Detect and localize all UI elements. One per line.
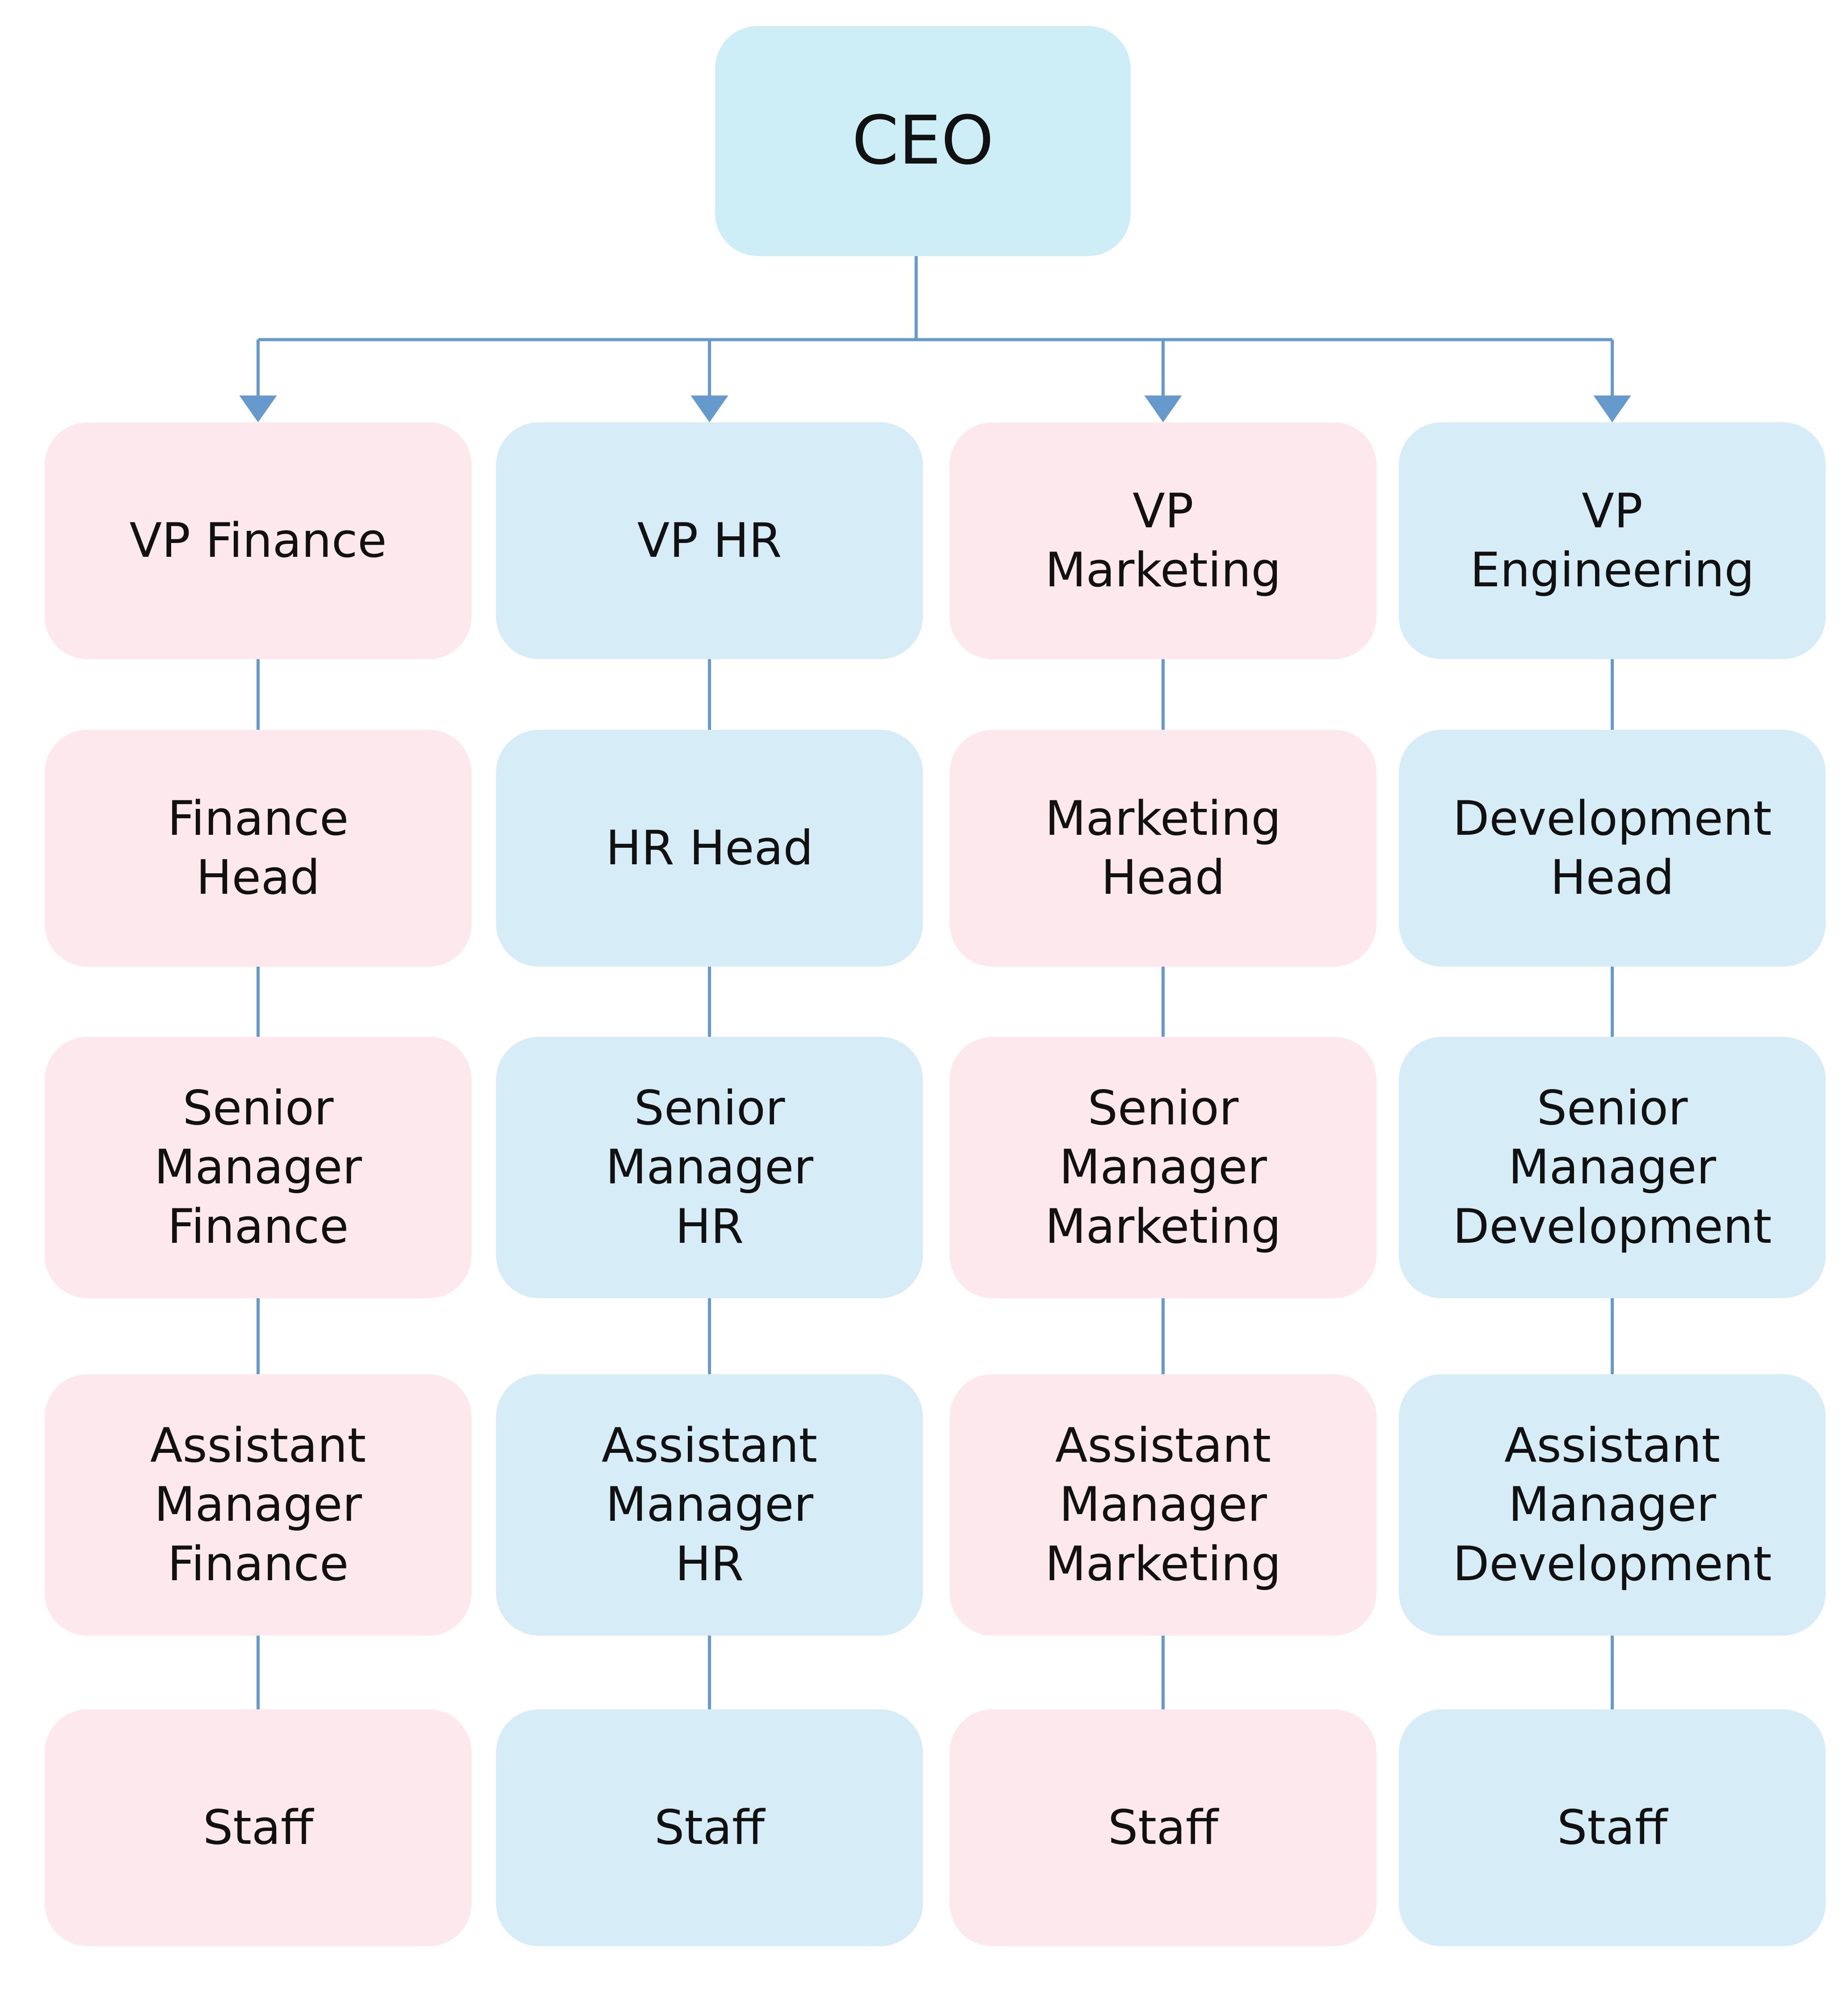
ceo-box: CEO <box>715 26 1131 256</box>
engineering-assistant-manager-box: Assistant Manager Development <box>1399 1374 1826 1636</box>
hr-arrow-icon <box>690 395 728 422</box>
engineering-vp-box: VP Engineering <box>1399 422 1826 659</box>
hr-assistant-manager-label: Assistant Manager HR <box>602 1418 817 1591</box>
marketing-assistant-manager-box: Assistant Manager Marketing <box>950 1374 1377 1636</box>
hr-staff-box: Staff <box>496 1709 923 1946</box>
marketing-staff-label: Staff <box>1108 1800 1218 1855</box>
hr-senior-manager-box: Senior Manager HR <box>496 1037 923 1298</box>
finance-head-box: Finance Head <box>45 730 471 967</box>
marketing-head-label: Marketing Head <box>1045 791 1281 905</box>
engineering-arrow-icon <box>1593 395 1631 422</box>
marketing-senior-manager-label: Senior Manager Marketing <box>1045 1080 1281 1254</box>
hr-head-label: HR Head <box>606 820 813 875</box>
hr-vp-box: VP HR <box>496 422 923 659</box>
hr-assistant-manager-box: Assistant Manager HR <box>496 1374 923 1636</box>
hr-head-box: HR Head <box>496 730 923 967</box>
marketing-vp-box: VP Marketing <box>950 422 1377 659</box>
marketing-assistant-manager-label: Assistant Manager Marketing <box>1045 1418 1281 1591</box>
engineering-senior-manager-box: Senior Manager Development <box>1399 1037 1826 1298</box>
engineering-staff-label: Staff <box>1557 1800 1667 1855</box>
ceo-label: CEO <box>852 101 994 180</box>
marketing-arrow-icon <box>1144 395 1182 422</box>
engineering-vp-label: VP Engineering <box>1470 483 1755 598</box>
marketing-senior-manager-box: Senior Manager Marketing <box>950 1037 1377 1298</box>
finance-assistant-manager-box: Assistant Manager Finance <box>45 1374 471 1636</box>
finance-vp-box: VP Finance <box>45 422 471 659</box>
hr-staff-label: Staff <box>654 1800 765 1855</box>
engineering-assistant-manager-label: Assistant Manager Development <box>1452 1418 1772 1591</box>
finance-vp-label: VP Finance <box>129 513 387 568</box>
finance-staff-label: Staff <box>203 1800 313 1855</box>
engineering-senior-manager-label: Senior Manager Development <box>1452 1080 1772 1254</box>
engineering-head-label: Development Head <box>1452 791 1772 905</box>
engineering-head-box: Development Head <box>1399 730 1826 967</box>
finance-senior-manager-label: Senior Manager Finance <box>154 1080 362 1254</box>
finance-assistant-manager-label: Assistant Manager Finance <box>150 1418 366 1591</box>
marketing-vp-label: VP Marketing <box>1045 483 1281 598</box>
finance-staff-box: Staff <box>45 1709 471 1946</box>
marketing-head-box: Marketing Head <box>950 730 1377 967</box>
finance-arrow-icon <box>239 395 277 422</box>
hr-vp-label: VP HR <box>637 513 782 568</box>
marketing-staff-box: Staff <box>950 1709 1377 1946</box>
finance-head-label: Finance Head <box>167 791 349 905</box>
engineering-staff-box: Staff <box>1399 1709 1826 1946</box>
finance-senior-manager-box: Senior Manager Finance <box>45 1037 471 1298</box>
hr-senior-manager-label: Senior Manager HR <box>606 1080 813 1254</box>
